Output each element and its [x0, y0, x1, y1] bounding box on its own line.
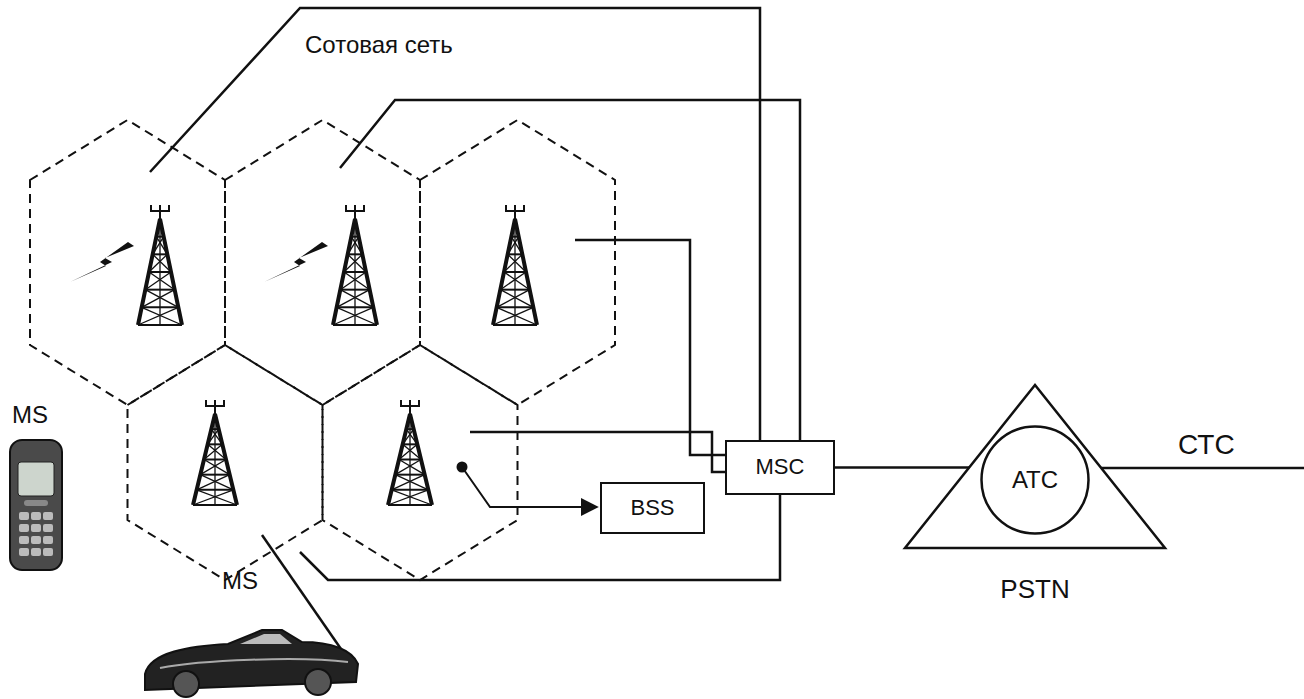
network-name: PSTN	[900, 575, 1170, 604]
node-label: BSS	[630, 496, 674, 520]
lightning-bolt	[264, 242, 328, 282]
phone-key	[31, 536, 41, 544]
phone-key	[19, 548, 29, 556]
phone-nav	[24, 500, 48, 506]
exchange-circle: АТС	[980, 425, 1090, 535]
base-station-towers	[138, 205, 537, 505]
cell-hexagon	[128, 345, 323, 580]
phone-key	[43, 548, 53, 556]
node-label: MSC	[756, 455, 805, 479]
mobile-phone	[10, 440, 62, 570]
phone-screen	[18, 462, 54, 496]
stc-line	[1101, 467, 1304, 470]
tower-wire	[470, 432, 725, 472]
network-label: СТС	[1178, 430, 1235, 461]
car-trim	[160, 659, 348, 668]
phone-key	[43, 536, 53, 544]
radio-bolts	[70, 242, 328, 282]
cell-hexagons	[30, 120, 615, 580]
tower-symbol	[493, 205, 537, 325]
phone-key	[31, 524, 41, 532]
node-label: АТС	[1012, 467, 1058, 493]
tower-symbol	[193, 400, 237, 505]
tower-wire	[340, 100, 800, 440]
phone-key	[19, 512, 29, 520]
trunk-connector	[835, 466, 969, 469]
car-wheel	[305, 669, 331, 695]
phone-key	[19, 524, 29, 532]
car	[145, 630, 358, 697]
phone-key	[31, 512, 41, 520]
cell-hexagon	[323, 345, 518, 580]
bss-pointer	[457, 462, 598, 508]
tower-symbol	[333, 205, 377, 325]
car-windshield	[240, 634, 292, 644]
process-box: MSC	[725, 440, 835, 495]
tower-symbol	[138, 205, 182, 325]
car-wheel	[173, 671, 199, 697]
phone-key	[43, 512, 53, 520]
station-label: MS	[222, 568, 258, 594]
phone-key	[19, 536, 29, 544]
network-title: Сотовая сеть	[305, 32, 453, 58]
pointer-arrow	[462, 467, 597, 507]
tower-symbol	[388, 400, 432, 505]
cell-hexagon	[420, 120, 615, 405]
phone-key	[43, 524, 53, 532]
phone-body	[10, 440, 62, 570]
network-triangle: PSTN АТС	[900, 380, 1170, 625]
lightning-bolt	[70, 242, 134, 282]
tower-wires	[150, 8, 1304, 662]
station-label: MS	[12, 402, 48, 428]
tower-wire	[150, 8, 760, 440]
tower-wire	[575, 240, 725, 455]
phone-key	[31, 548, 41, 556]
process-box: BSS	[600, 482, 705, 534]
